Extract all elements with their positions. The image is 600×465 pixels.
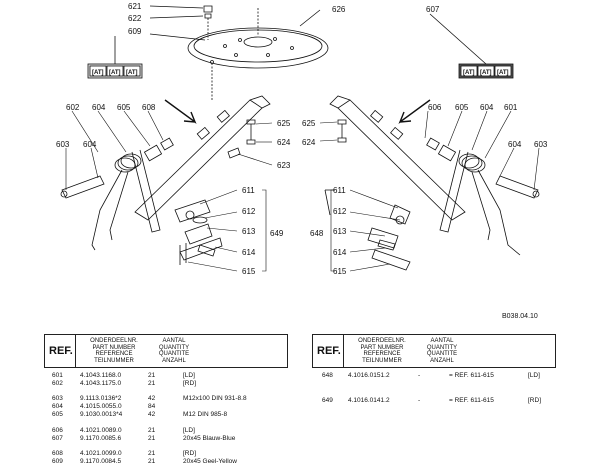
part-number-header: ONDERDEELNR. PART NUMBER REFERENCE TEILN… (90, 338, 138, 364)
left-arm (131, 95, 271, 233)
quantity-header: AANTAL QUANTITY QUANTITE ANZAHL (426, 338, 458, 364)
callout-615: 615 (242, 267, 256, 276)
table-left-header: REF. ONDERDEELNR. PART NUMBER REFERENCE … (44, 334, 288, 368)
callout-603-b: 603 (534, 140, 548, 149)
right-arm (324, 95, 469, 233)
svg-text:[AT]: [AT] (92, 70, 104, 76)
center-bolts (227, 119, 347, 159)
callout-626: 626 (332, 5, 346, 14)
right-spring-tine (426, 137, 540, 256)
callout-604: 604 (92, 103, 106, 112)
divider (343, 335, 344, 367)
callout-623: 623 (277, 161, 291, 170)
svg-text:[AT]: [AT] (109, 70, 121, 76)
badge-texts: [AT] [AT] [AT] [AT] [AT] [AT] (92, 70, 509, 76)
part-number-header: ONDERDEELNR. PART NUMBER REFERENCE TEILN… (358, 338, 406, 364)
leader-lines (65, 110, 540, 272)
callout-604-d: 604 (508, 140, 522, 149)
spreader-disc (187, 8, 329, 100)
callout-606: 606 (428, 103, 442, 112)
bolt-621-622 (149, 5, 213, 41)
callout-labels: 621 622 609 626 607 602 604 605 608 603 … (56, 2, 548, 320)
ref-label: REF. (49, 345, 73, 357)
callout-608: 608 (142, 103, 156, 112)
callout-612-b: 612 (333, 207, 347, 216)
svg-text:[AT]: [AT] (497, 70, 509, 76)
callout-605: 605 (117, 103, 131, 112)
table-right-header: REF. ONDERDEELNR. PART NUMBER REFERENCE … (312, 334, 556, 368)
callout-604-b: 604 (83, 140, 97, 149)
badge-right (458, 63, 514, 79)
ref-label: REF. (317, 345, 341, 357)
diagram-code: B038.04.10 (502, 313, 538, 320)
badge-left (87, 63, 143, 79)
callout-609: 609 (128, 27, 142, 36)
callout-622: 622 (128, 14, 142, 23)
callout-613-b: 613 (333, 227, 347, 236)
callout-613: 613 (242, 227, 256, 236)
callout-611-b: 611 (333, 186, 346, 195)
svg-text:[AT]: [AT] (126, 70, 138, 76)
divider (75, 335, 76, 367)
left-clamp-assembly (174, 199, 223, 265)
right-clamp-assembly (367, 204, 411, 271)
callout-625-b: 625 (302, 119, 316, 128)
callout-605-b: 605 (455, 103, 469, 112)
callout-648: 648 (310, 229, 324, 238)
callout-604-c: 604 (480, 103, 494, 112)
callout-612: 612 (242, 207, 256, 216)
callout-614: 614 (242, 248, 256, 257)
quantity-header: AANTAL QUANTITY QUANTITE ANZAHL (158, 338, 190, 364)
callout-624: 624 (277, 138, 291, 147)
exploded-parts-diagram: 621 622 609 626 607 602 604 605 608 603 … (56, 2, 548, 320)
callout-625: 625 (277, 119, 291, 128)
callout-607: 607 (426, 5, 440, 14)
callout-624-b: 624 (302, 138, 316, 147)
svg-text:[AT]: [AT] (480, 70, 492, 76)
callout-614-b: 614 (333, 248, 347, 257)
callout-601: 601 (504, 103, 518, 112)
callout-621: 621 (128, 2, 142, 11)
left-spring-tine (60, 137, 174, 251)
svg-text:[AT]: [AT] (463, 70, 475, 76)
callout-602: 602 (66, 103, 80, 112)
callout-603: 603 (56, 140, 70, 149)
callout-649: 649 (270, 229, 284, 238)
callout-615-b: 615 (333, 267, 347, 276)
callout-611: 611 (242, 186, 255, 195)
